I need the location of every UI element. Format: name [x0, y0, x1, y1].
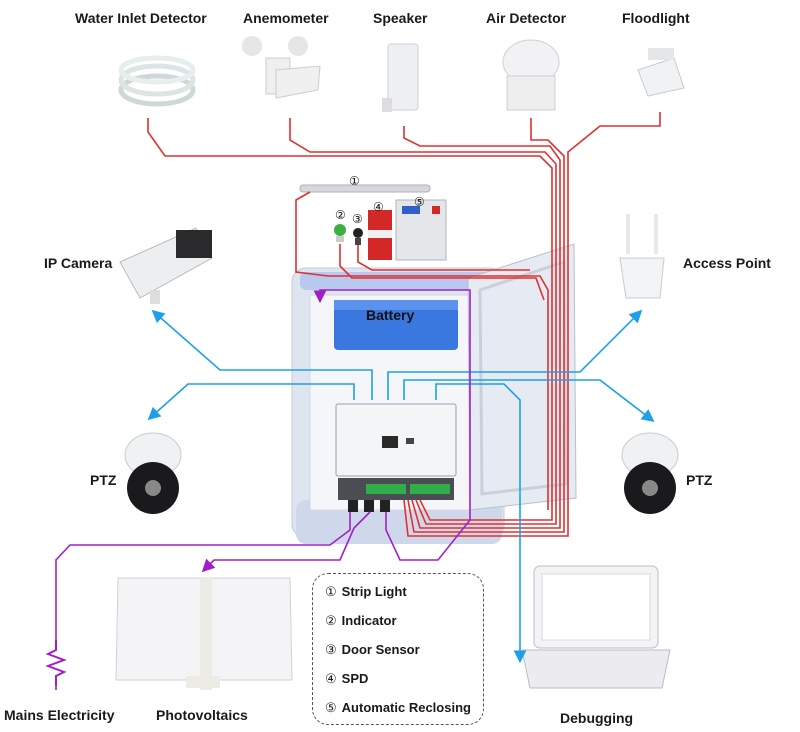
automatic-reclosing: [395, 199, 447, 261]
marker-1: ①: [349, 174, 360, 188]
wire-mains: [55, 512, 351, 640]
label-floodlight: Floodlight: [622, 10, 690, 26]
water-inlet-detector-device: [118, 55, 196, 107]
label-access-point: Access Point: [683, 255, 771, 271]
access-point-device: [619, 214, 665, 299]
marker-5: ⑤: [414, 195, 425, 209]
label-photovoltaics: Photovoltaics: [156, 707, 248, 723]
air-detector-device: [502, 39, 560, 111]
label-water-inlet-detector: Water Inlet Detector: [75, 10, 207, 26]
door-sensor: [353, 228, 363, 245]
laptop-device: [521, 565, 671, 689]
wire-indicator: [339, 244, 545, 301]
photovoltaics-device: [115, 577, 293, 690]
wire-floodlight: [403, 112, 661, 537]
label-mains-electricity: Mains Electricity: [4, 707, 115, 723]
wire-strip-light: [295, 191, 549, 510]
wire-debugging: [435, 383, 527, 664]
label-air-detector: Air Detector: [486, 10, 567, 26]
controller-board: [335, 403, 457, 512]
wire-anemometer: [289, 118, 557, 525]
anemometer-device: [242, 36, 321, 99]
wire-ip-camera: [151, 309, 373, 400]
label-ip-camera: IP Camera: [44, 255, 113, 271]
wire-water-inlet: [147, 118, 553, 521]
indicator: [334, 224, 346, 242]
wiring: [55, 112, 661, 690]
ip-camera-device: [119, 227, 213, 304]
wire-photovoltaics: [201, 511, 371, 573]
ptz-right-device: [621, 432, 679, 514]
label-debugging: Debugging: [560, 710, 634, 726]
wire-ptz-left: [147, 383, 355, 421]
wire-door-sensor: [357, 245, 530, 271]
wire-ptz-right: [403, 379, 655, 422]
label-speaker: Speaker: [373, 10, 428, 26]
marker-3: ③: [352, 212, 363, 226]
marker-2: ②: [335, 208, 346, 222]
label-battery: Battery: [366, 307, 415, 323]
label-ptz-left: PTZ: [90, 472, 117, 488]
wire-access-point: [387, 309, 643, 400]
wire-speaker: [403, 126, 561, 529]
floodlight-device: [637, 48, 685, 97]
spd: [368, 210, 392, 260]
label-ptz-right: PTZ: [686, 472, 713, 488]
wire-air-detector: [407, 118, 565, 533]
resistor-symbol: [45, 640, 67, 686]
wire-battery: [313, 289, 471, 561]
speaker-device: [382, 43, 419, 112]
ptz-left-device: [124, 432, 182, 514]
marker-4: ④: [373, 200, 384, 214]
strip-light: [299, 184, 431, 193]
label-anemometer: Anemometer: [243, 10, 329, 26]
battery: [334, 300, 458, 350]
